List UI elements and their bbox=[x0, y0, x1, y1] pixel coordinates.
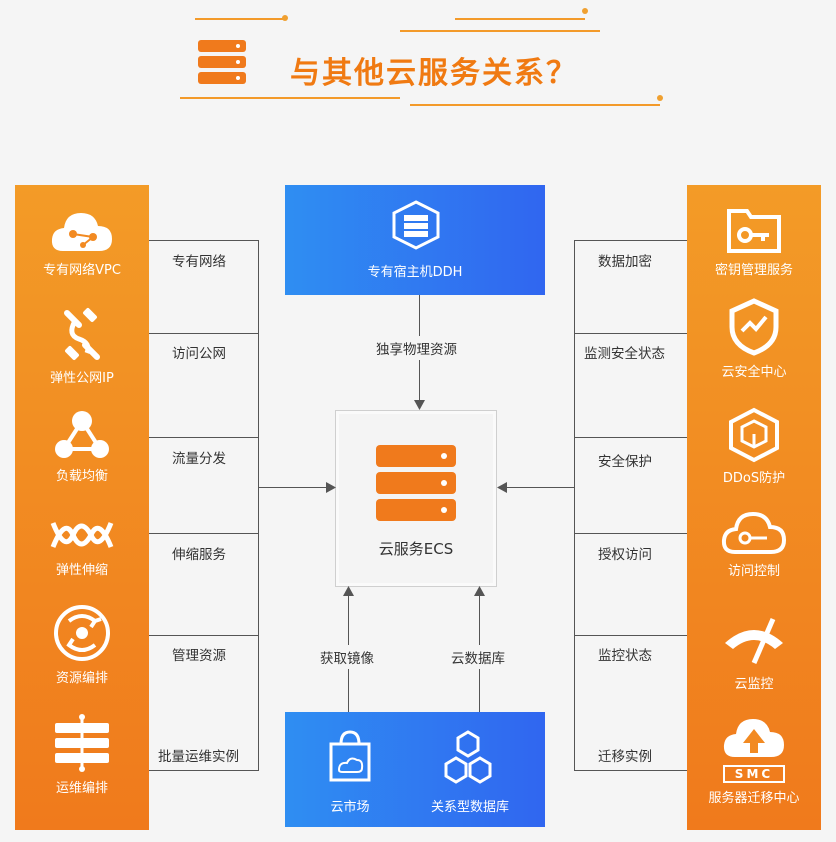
left-service-panel: 专有网络VPC 弹性公网IP 负载均衡 弹性伸缩 bbox=[15, 185, 149, 830]
relation-label: 管理资源 bbox=[172, 648, 226, 664]
page-title: 与其他云服务关系？ bbox=[290, 56, 578, 91]
cloud-upload-icon bbox=[723, 719, 784, 757]
right-service-smc: SMC 服务器迁移中心 bbox=[687, 713, 821, 806]
connector-line bbox=[149, 333, 259, 334]
cloud-key-icon bbox=[721, 511, 787, 554]
right-service-label: 云安全中心 bbox=[721, 365, 787, 380]
left-service-eip: 弹性公网IP bbox=[15, 307, 149, 386]
connector-line bbox=[574, 437, 687, 438]
connector-line bbox=[574, 333, 687, 334]
bottom-service-label: 云市场 bbox=[330, 800, 370, 815]
gauge-icon bbox=[725, 618, 783, 664]
relation-label: 伸缩服务 bbox=[172, 547, 226, 563]
cable-icon bbox=[64, 308, 100, 360]
bottom-service-box: 云市场 关系型数据库 bbox=[285, 712, 545, 827]
connector-line bbox=[574, 635, 687, 636]
relation-label: 访问公网 bbox=[172, 346, 226, 362]
connector-line bbox=[149, 240, 259, 241]
connector-line bbox=[149, 635, 259, 636]
left-service-label: 专有网络VPC bbox=[43, 263, 121, 278]
left-service-slb: 负载均衡 bbox=[15, 409, 149, 484]
header-deco-line bbox=[195, 18, 285, 20]
left-service-label: 弹性伸缩 bbox=[55, 563, 108, 578]
relation-label: 批量运维实例 bbox=[158, 749, 239, 765]
right-service-label: DDoS防护 bbox=[722, 471, 786, 486]
left-service-vpc: 专有网络VPC bbox=[15, 207, 149, 278]
ddos-cube-icon bbox=[729, 407, 779, 463]
load-balance-icon bbox=[55, 411, 109, 458]
header-deco-dot bbox=[582, 8, 588, 14]
left-service-label: 弹性公网IP bbox=[50, 371, 114, 386]
cloud-network-icon bbox=[51, 213, 112, 251]
relation-label: 监测安全状态 bbox=[584, 346, 665, 362]
ddh-label: 专有宿主机DDH bbox=[367, 265, 463, 280]
left-service-ess: 弹性伸缩 bbox=[15, 515, 149, 578]
right-service-label: 云监控 bbox=[734, 677, 774, 692]
relation-label: 数据加密 bbox=[598, 254, 652, 270]
server-stack-icon bbox=[198, 40, 246, 84]
header-deco-dot bbox=[282, 15, 288, 21]
connector-line bbox=[149, 770, 259, 771]
server-stack-icon bbox=[376, 445, 456, 521]
arrow-left-icon bbox=[497, 482, 507, 493]
right-service-cms: 云监控 bbox=[687, 613, 821, 692]
connector-line bbox=[574, 533, 687, 534]
key-folder-icon bbox=[727, 209, 781, 253]
arrow-right-icon bbox=[326, 482, 336, 493]
server-box-icon bbox=[392, 200, 440, 250]
relation-label: 专有网络 bbox=[172, 254, 226, 270]
left-service-oos: 运维编排 bbox=[15, 713, 149, 796]
header-deco-line bbox=[400, 30, 600, 32]
wave-icon bbox=[50, 522, 114, 548]
connector-line bbox=[574, 770, 687, 771]
right-service-kms: 密钥管理服务 bbox=[687, 203, 821, 278]
connector-line bbox=[149, 437, 259, 438]
relation-label: 授权访问 bbox=[598, 547, 652, 563]
arrow-down-icon bbox=[414, 400, 425, 410]
ecs-box: 云服务ECS bbox=[335, 410, 497, 587]
connector-line bbox=[258, 240, 259, 771]
hexagon-cluster-icon bbox=[444, 730, 492, 784]
shopping-bag-icon bbox=[329, 730, 371, 782]
connector-line bbox=[574, 240, 575, 771]
right-service-ram: 访问控制 bbox=[687, 510, 821, 579]
smc-badge: SMC bbox=[723, 765, 785, 783]
relation-label: 独享物理资源 bbox=[376, 336, 457, 360]
relation-label: 云数据库 bbox=[451, 645, 505, 669]
shield-icon bbox=[729, 298, 779, 356]
relation-label: 流量分发 bbox=[172, 451, 226, 467]
connector-line bbox=[574, 240, 687, 241]
right-service-ddos: DDoS防护 bbox=[687, 407, 821, 486]
ops-flow-icon bbox=[55, 714, 109, 772]
orchestration-icon bbox=[54, 605, 110, 661]
ecs-label: 云服务ECS bbox=[378, 540, 454, 558]
bottom-service-label: 关系型数据库 bbox=[430, 800, 509, 815]
left-service-label: 运维编排 bbox=[55, 781, 108, 796]
left-service-label: 负载均衡 bbox=[55, 469, 108, 484]
ddh-box: 专有宿主机DDH bbox=[285, 185, 545, 295]
left-service-ros: 资源编排 bbox=[15, 603, 149, 686]
relation-label: 获取镜像 bbox=[320, 645, 374, 669]
header-deco-line bbox=[410, 104, 660, 106]
right-service-label: 访问控制 bbox=[727, 564, 780, 579]
header-deco-dot bbox=[657, 95, 663, 101]
right-service-panel: 密钥管理服务 云安全中心 DDoS防护 访问控制 云监控 bbox=[687, 185, 821, 830]
relation-label: 安全保护 bbox=[598, 454, 652, 470]
arrow-up-icon bbox=[343, 586, 354, 596]
arrow-up-icon bbox=[474, 586, 485, 596]
right-service-label: 密钥管理服务 bbox=[714, 263, 793, 278]
relation-label: 迁移实例 bbox=[598, 749, 652, 765]
relation-label: 监控状态 bbox=[598, 648, 652, 664]
left-service-label: 资源编排 bbox=[55, 671, 108, 686]
connector-line bbox=[149, 533, 259, 534]
connector-line bbox=[505, 487, 575, 488]
right-service-label: 服务器迁移中心 bbox=[708, 791, 800, 806]
right-service-sas: 云安全中心 bbox=[687, 297, 821, 380]
connector-line bbox=[258, 487, 328, 488]
header-deco-line bbox=[455, 18, 585, 20]
header-deco-line bbox=[180, 97, 400, 99]
